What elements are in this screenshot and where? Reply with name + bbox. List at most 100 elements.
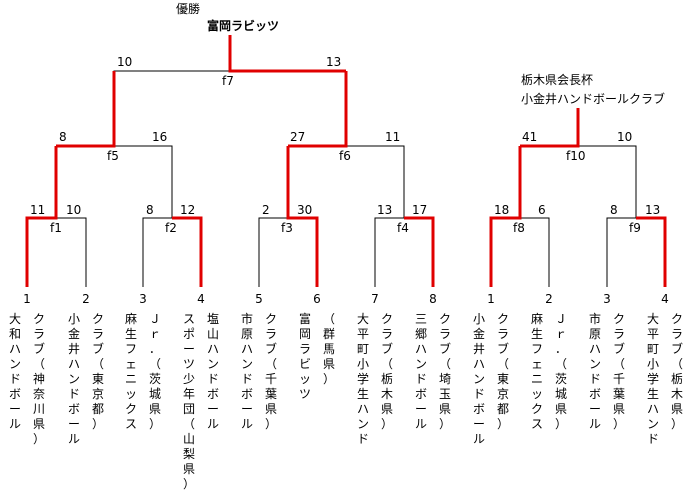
score-right: 12 <box>180 203 195 217</box>
team-name-line1-char: ル <box>415 417 427 431</box>
team-name-line2-char: 県 <box>33 417 45 431</box>
match-id: f6 <box>339 149 351 163</box>
team-name-line2-char: 都 <box>92 402 104 416</box>
line-f5-loser <box>114 145 173 218</box>
team-name-line2-char: 葉 <box>613 387 625 401</box>
team-name-line1: 富岡ラビッツ <box>299 311 311 401</box>
team-name-line2-char: ブ <box>92 341 104 356</box>
team-name-line2-char: （ <box>33 357 45 371</box>
team-name-line1-char: 町 <box>357 342 369 356</box>
team-name-line2-char: （ <box>555 357 567 371</box>
team-name-line2-char: ン <box>207 357 219 371</box>
team-name-line2-char: （ <box>671 357 683 371</box>
team-name-line1-char: ス <box>183 312 195 326</box>
score-right: 10 <box>617 130 632 144</box>
team-name-line1-char: ン <box>9 357 21 371</box>
team-name-line2-char: ） <box>439 417 451 431</box>
score-left: 8 <box>610 203 618 217</box>
team-seed-number: 8 <box>429 292 437 306</box>
team-name-line2: クラブ（千葉県） <box>613 312 625 431</box>
team-name-line1-char: 県 <box>183 462 195 476</box>
team-name-line2-char: ク <box>381 312 393 326</box>
score-left: 13 <box>377 203 392 217</box>
team-name-line2-char: ブ <box>33 341 45 356</box>
team-name-line2-char: 木 <box>671 387 683 401</box>
win-line-f6 <box>288 71 348 148</box>
team-seed-number: 2 <box>82 292 90 306</box>
team-names: 1大和ハンドボールクラブ（神奈川県）2小金井ハンドボールクラブ（東京都）3麻生フ… <box>9 292 683 491</box>
team-name-line2-char: Ｊ <box>555 312 567 326</box>
win-line-f1 <box>25 146 58 287</box>
line-f4-loser <box>374 217 404 287</box>
team-name-line1-char: ド <box>241 372 253 386</box>
team-name-line1-char: 井 <box>473 342 485 356</box>
team-name-line1-char: ハ <box>415 342 427 356</box>
team-name-line1-char: 富 <box>299 311 311 326</box>
team-name-line1-char: ド <box>589 372 601 386</box>
win-line-f2 <box>172 216 203 287</box>
team-name-line2-char: 奈 <box>33 387 45 401</box>
team-seed-number: 3 <box>139 292 147 306</box>
team-seed-number: 3 <box>603 292 611 306</box>
team-name-line2-char: 茨 <box>149 372 161 386</box>
group-a-winner-path <box>25 35 435 287</box>
group-b-lines <box>520 145 637 287</box>
team-name-line1-char: ー <box>9 402 21 416</box>
match-id: f3 <box>281 221 293 235</box>
team-name-line1-char: ハ <box>68 357 80 371</box>
team-name-line2: クラブ（千葉県） <box>265 312 277 431</box>
team-name-line1-char: ク <box>531 402 543 416</box>
team-name-line2-char: （ <box>497 357 509 371</box>
team-seed-number: 7 <box>371 292 379 306</box>
team-name-line1-char: 平 <box>647 327 659 341</box>
champion-name: 富岡ラビッツ <box>207 18 279 33</box>
team-name-line2-char: ） <box>613 417 625 431</box>
match-id: f9 <box>629 221 641 235</box>
team-name-line1-char: 金 <box>473 326 485 341</box>
team-name-line2-char: ブ <box>265 341 277 356</box>
team-name-line2-char: 千 <box>613 372 625 386</box>
team-name-line1-char: ェ <box>531 357 543 371</box>
award-title: 栃木県会長杯 <box>521 73 593 87</box>
team-name-line1-char: 生 <box>531 327 543 341</box>
team-name-line1: 小金井ハンドボール <box>473 312 485 446</box>
win-line-f5 <box>56 71 116 148</box>
team-name-line1-char: 原 <box>241 327 253 341</box>
team-name-line2-char: ブ <box>671 341 683 356</box>
team-name-line2-char: ブ <box>613 341 625 356</box>
team-name-line1-char: 麻 <box>531 311 543 326</box>
team-name-line2-char: （ <box>323 312 335 326</box>
team-name-line2-char: 木 <box>381 387 393 401</box>
team-name-line2-char: 玉 <box>439 387 451 401</box>
score-left: 8 <box>59 130 67 144</box>
team-name-line1-char: 大 <box>9 312 21 326</box>
team-name-line2-char: 千 <box>265 372 277 386</box>
line-f9-loser <box>606 217 636 287</box>
team-name-line2-char: ｒ <box>555 327 567 341</box>
team-name-line1-char: 井 <box>68 342 80 356</box>
score-left: 8 <box>146 203 154 217</box>
team-name-line1-char: ド <box>647 432 659 446</box>
team-name-line2-char: 栃 <box>671 372 683 386</box>
team-name-line2-char: ） <box>555 417 567 431</box>
team-name-line1-char: ポ <box>183 327 195 341</box>
team-name-line1-char: ボ <box>241 387 253 401</box>
team-name-line2-char: Ｊ <box>149 312 161 326</box>
team-name-line2-char: ラ <box>265 327 277 341</box>
team-name-line2-char: 県 <box>381 402 393 416</box>
team-name-line2-char: ラ <box>33 327 45 341</box>
team-name-line1-char: ） <box>183 477 195 491</box>
team-name-line2: クラブ（埼玉県） <box>439 312 451 431</box>
team-name-line2-char: ） <box>265 417 277 431</box>
team-name-line2-char: 城 <box>555 387 567 401</box>
team-name-line2-char: （ <box>92 357 104 371</box>
team-name-line2: Ｊｒ．（茨城県） <box>149 312 161 431</box>
team-name-line2-char: 県 <box>613 402 625 416</box>
team-name-line2-char: ボ <box>207 387 219 401</box>
team-name-line2-char: ｒ <box>149 327 161 341</box>
